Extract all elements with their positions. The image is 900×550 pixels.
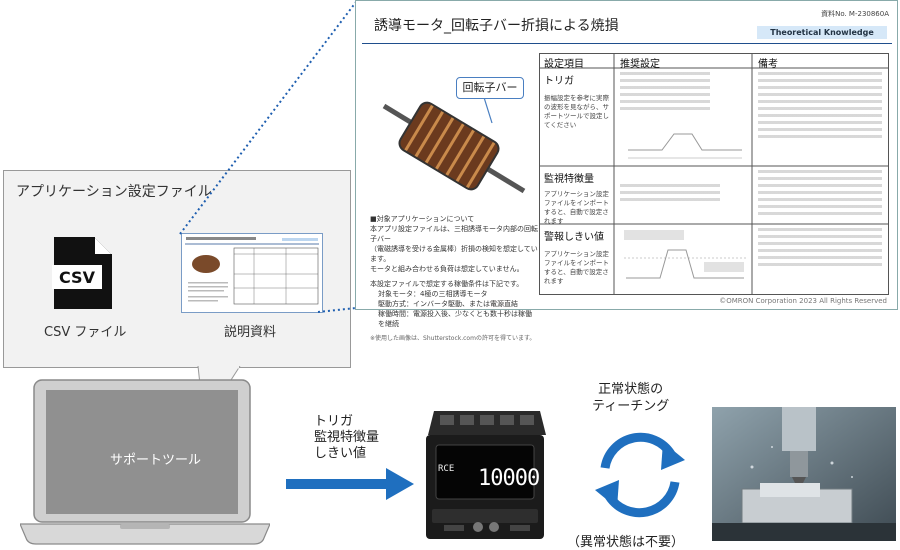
column-header: 備考	[758, 59, 778, 70]
csv-file-label: CSV ファイル	[44, 325, 127, 340]
note-line: モータと組み合わせる負荷は想定していません。	[370, 265, 524, 273]
teach-line: ティーチング	[592, 399, 670, 414]
note-line: ※使用した画像は、Shutterstock.comの許可を得ています。	[370, 335, 536, 342]
document-thumbnail-preview	[185, 237, 319, 305]
note-line: 駆動方式：インバータ駆動、または電源直結	[378, 300, 518, 308]
rotor-image	[382, 90, 526, 194]
row-item-feature: 監視特徴量	[544, 174, 594, 185]
document-title: 誘導モータ_回転子バー折損による焼損	[374, 18, 619, 34]
transfer-items: トリガ 監視特徴量 しきい値	[314, 414, 379, 462]
copyright-footer: ©OMRON Corporation 2023 All Rights Reser…	[719, 297, 887, 305]
transfer-item: 監視特徴量	[314, 430, 380, 445]
csv-file-icon: CSV	[52, 237, 112, 309]
row-item-trigger: トリガ	[544, 76, 574, 87]
blurred-remark	[758, 72, 882, 142]
blurred-remark	[758, 170, 882, 218]
cycle-arrows-icon	[595, 432, 685, 518]
right-arrow-icon	[286, 468, 414, 500]
application-notes: ■対象アプリケーションについて 本アプリ設定ファイルは、三相誘導モータ内部の回転…	[370, 214, 538, 344]
support-tool-label: サポートツール	[110, 453, 202, 468]
note-line: ■対象アプリケーションについて	[370, 215, 475, 223]
note-line: 本設定ファイルで想定する稼働条件は下記です。	[370, 280, 524, 288]
app-settings-file-panel: アプリケーション設定ファイル CSV CSV ファイル 説明資料	[3, 170, 351, 368]
trigger-waveform	[628, 133, 742, 159]
note-line: 稼働時間：電源投入後、少なくとも数十秒は稼働を継続	[378, 310, 532, 328]
rotor-bar-label: 回転子バー	[456, 77, 524, 99]
blurred-setting	[620, 184, 720, 204]
teach-line: 正常状態の	[598, 382, 664, 397]
theoretical-knowledge-tag: Theoretical Knowledge	[757, 26, 887, 39]
row-desc: アプリケーション設定ファイルをインポートすると、自動で設定されます	[544, 250, 609, 285]
settings-table: 設定項目 推奨設定 備考 トリガ 振幅設定を参考に実際の波形を見ながら、サポート…	[539, 53, 889, 295]
monitoring-device	[426, 411, 546, 539]
laptop-icon	[20, 379, 270, 545]
blurred-setting	[620, 72, 710, 114]
abnormal-not-needed-note: （異常状態は不要）	[567, 535, 685, 550]
normal-teaching-label: 正常状態の ティーチング	[592, 381, 669, 415]
column-header: 設定項目	[544, 59, 584, 70]
document-label: 説明資料	[224, 325, 277, 340]
note-line: 本アプリ設定ファイルは、三相誘導モータ内部の回転子バー	[370, 225, 538, 243]
title-rule	[362, 43, 892, 44]
transfer-item: しきい値	[314, 446, 367, 461]
row-desc: 振幅設定を参考に実際の波形を見ながら、サポートツールで設定してください	[544, 94, 609, 129]
note-line: （電磁誘導を受ける金属棒）折損の検知を想定しています。	[370, 245, 538, 263]
csv-icon-text: CSV	[59, 268, 96, 287]
blurred-remark	[758, 228, 882, 268]
document-thumbnail[interactable]	[181, 233, 323, 313]
table-grid	[540, 54, 888, 294]
machining-photo	[712, 407, 896, 541]
app-settings-file-title: アプリケーション設定ファイル	[16, 184, 212, 200]
device-display-value: 10000	[478, 466, 540, 491]
column-header: 推奨設定	[620, 59, 660, 70]
threshold-waveform	[624, 230, 746, 279]
device-mode-text: RCE	[438, 464, 455, 474]
transfer-item: トリガ	[314, 414, 354, 429]
row-desc: アプリケーション設定ファイルをインポートすると、自動で設定されます	[544, 190, 609, 225]
document-number: 資料No. M-230860A	[821, 10, 889, 18]
document-preview: 誘導モータ_回転子バー折損による焼損 資料No. M-230860A Theor…	[355, 0, 898, 342]
row-item-threshold: 警報しきい値	[544, 232, 604, 243]
note-line: 対象モータ：4極の三相誘導モータ	[378, 290, 488, 298]
